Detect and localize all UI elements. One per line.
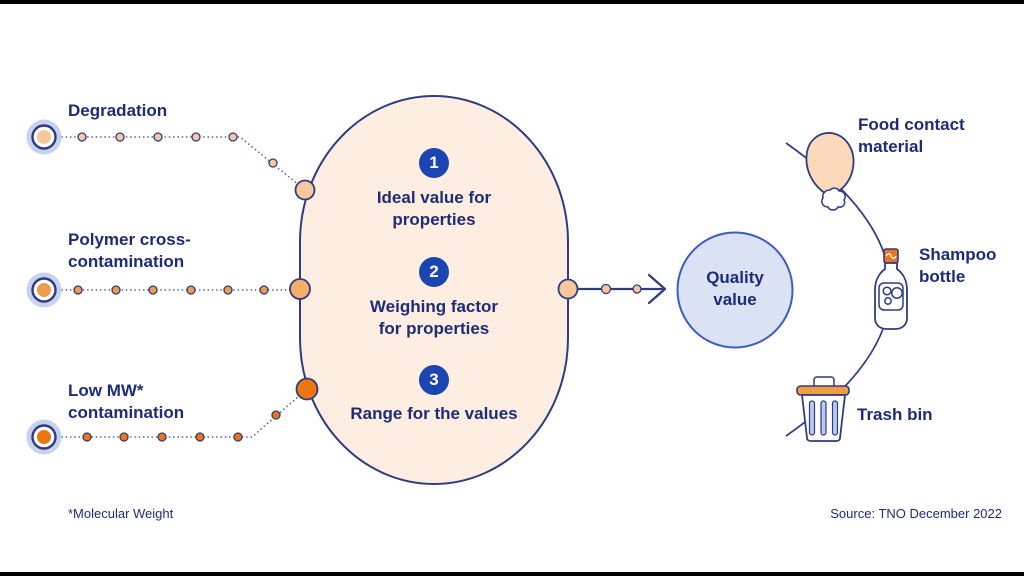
- food-contact-label: Food contact material: [858, 115, 965, 156]
- bottom-letterbox-bar: [0, 572, 1024, 576]
- low-mw-source-icon: [26, 419, 62, 455]
- low-mw-label: Low MW* contamination: [68, 381, 185, 422]
- step-1-badge: 1: [419, 148, 449, 178]
- polymer-connector: [26, 272, 301, 308]
- step-3-badge: 3: [419, 365, 449, 395]
- output-arrow: [576, 273, 667, 305]
- process-oval: [289, 95, 579, 485]
- source-credit: Source: TNO December 2022: [830, 506, 1002, 521]
- polymer-label: Polymer cross-contamination: [68, 230, 191, 271]
- output-junction-node: [557, 278, 579, 300]
- step-3-label: Range for the values: [350, 404, 518, 423]
- step-2-badge: 2: [419, 257, 449, 287]
- trash-bin-icon: [796, 376, 850, 442]
- step-1-label: Ideal value for properties: [376, 188, 492, 229]
- step-2-label: Weighing factor for properties: [369, 297, 499, 338]
- degradation-connector: [26, 119, 306, 191]
- degradation-label: Degradation: [68, 101, 168, 120]
- top-letterbox-bar: [0, 0, 1024, 4]
- shampoo-bottle-icon: [874, 248, 908, 330]
- low-mw-connector: [26, 388, 308, 455]
- degradation-junction-node: [294, 179, 316, 201]
- trash-bin-label: Trash bin: [857, 405, 933, 424]
- polymer-junction-node: [289, 278, 311, 300]
- low-mw-junction-node: [295, 377, 319, 401]
- degradation-source-icon: [26, 119, 62, 155]
- quality-value-circle: [676, 231, 794, 349]
- polymer-source-icon: [26, 272, 62, 308]
- shampoo-bottle-label: Shampoo bottle: [919, 245, 997, 286]
- molecular-weight-footnote: *Molecular Weight: [68, 506, 174, 521]
- drumstick-icon: [805, 132, 855, 211]
- quality-value-label: Quality value: [706, 268, 764, 309]
